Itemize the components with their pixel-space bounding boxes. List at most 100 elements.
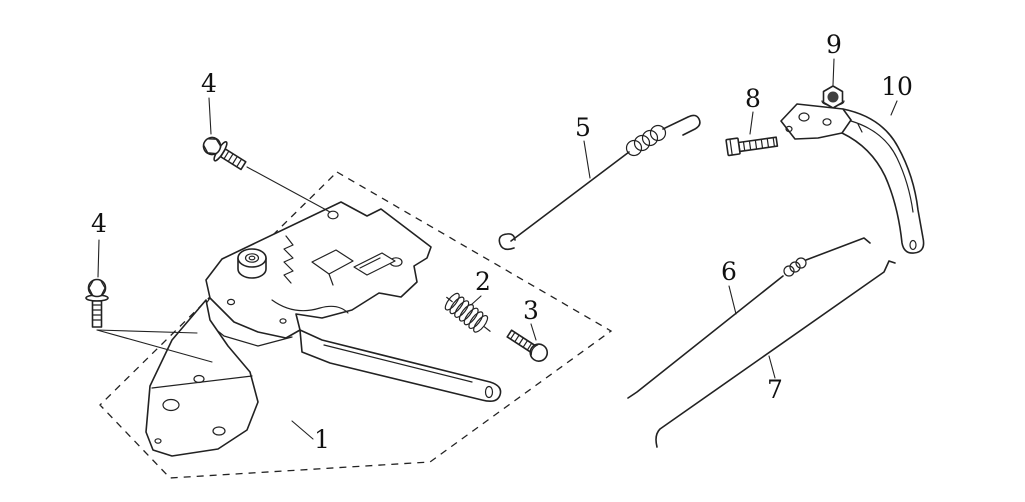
callout-10: 10 xyxy=(881,72,913,101)
callout-4-left: 4 xyxy=(91,209,107,238)
arm-outline xyxy=(299,329,502,402)
spring-coil xyxy=(444,292,460,311)
boss-inner-ring xyxy=(244,253,260,263)
spring-coil xyxy=(633,134,651,152)
lever-mount-hole-right xyxy=(822,118,832,126)
rod-coil xyxy=(789,261,801,273)
arm-tip-hole xyxy=(484,385,494,399)
part-2-coil-spring xyxy=(444,292,491,333)
spring-coil xyxy=(625,139,643,157)
bolt-head xyxy=(87,278,107,298)
foot-plate-outline xyxy=(145,299,259,457)
foot-hole-large xyxy=(162,398,180,412)
leader-9 xyxy=(832,58,835,86)
nut-center-hole xyxy=(827,91,839,103)
bolt-threads xyxy=(223,151,242,168)
screw-head-slot xyxy=(729,138,733,156)
foot-hole-tiny xyxy=(154,438,162,444)
boss-center-hole xyxy=(248,255,256,261)
callout-1: 1 xyxy=(314,425,330,454)
leader-6 xyxy=(728,285,737,315)
linkage-wire xyxy=(271,299,349,314)
part-10-control-lever xyxy=(780,103,925,254)
foot-hole-small xyxy=(212,426,226,436)
callout-2: 2 xyxy=(475,267,491,296)
spring-lower-hook xyxy=(498,233,516,251)
rod-lower-segment xyxy=(627,275,784,399)
leader-4-left-to-plate-b xyxy=(96,329,213,363)
plate-hole-upper xyxy=(327,210,339,220)
lever-arm-outline xyxy=(841,108,925,254)
spring-coil xyxy=(463,307,479,326)
inner-bracket xyxy=(311,249,354,275)
lever-tab-hole xyxy=(785,125,793,133)
callout-5: 5 xyxy=(575,113,591,142)
spring-coil xyxy=(458,303,474,322)
leader-7 xyxy=(768,355,776,379)
part-4-flange-bolt-left xyxy=(85,278,109,328)
leader-5 xyxy=(583,140,591,179)
spring-coil xyxy=(454,300,470,318)
plate-hole-lower xyxy=(279,318,287,324)
inner-spring-wire xyxy=(283,235,294,284)
lever-mount-plate xyxy=(780,103,852,140)
leader-lines xyxy=(96,58,898,440)
plate-hole-left xyxy=(226,298,236,306)
rod-coil xyxy=(795,257,807,269)
leader-4-upper-to-plate xyxy=(246,166,331,213)
boss-cylinder-side xyxy=(237,257,267,279)
part-7-control-rod-lower xyxy=(655,260,896,448)
lever-mount-hole-left xyxy=(798,112,810,122)
bolt-head-facets xyxy=(203,138,222,155)
boss-top xyxy=(237,248,267,268)
screw-head-detail xyxy=(530,344,539,356)
lever-notch-line xyxy=(857,123,863,133)
part-5-return-spring xyxy=(498,114,701,251)
spring-upper-hook xyxy=(662,114,701,136)
spring-coil xyxy=(468,311,484,330)
leader-10 xyxy=(890,100,898,116)
callout-7: 7 xyxy=(767,375,783,404)
screw-threads xyxy=(510,332,533,351)
spring-coil xyxy=(641,129,659,147)
rod-wire xyxy=(655,260,896,448)
rod-upper-segment xyxy=(805,237,871,261)
callout-6: 6 xyxy=(721,257,737,286)
spring-arm xyxy=(510,151,630,242)
callout-9: 9 xyxy=(826,30,842,59)
screw-head xyxy=(529,343,549,362)
leader-2 xyxy=(470,295,482,306)
plate-cutout-line xyxy=(359,257,381,269)
foot-slot xyxy=(193,374,205,384)
bolt-head-facets xyxy=(88,280,106,297)
part-9-flange-nut xyxy=(821,85,845,109)
plate-cutout xyxy=(353,252,396,276)
screw-threads xyxy=(742,137,775,151)
callout-8: 8 xyxy=(745,84,761,113)
bolt-threads xyxy=(91,304,102,321)
lever-arm-inner-line xyxy=(850,120,914,213)
part-8-setting-screw xyxy=(725,136,779,157)
part-1-control-base-assembly xyxy=(145,201,502,457)
callout-4-upper: 4 xyxy=(201,69,217,98)
leader-1 xyxy=(291,420,314,440)
leader-8 xyxy=(749,111,754,135)
leader-4-upper xyxy=(208,97,212,135)
spring-coil xyxy=(649,124,667,142)
leader-3 xyxy=(530,323,537,341)
inner-bracket-leg xyxy=(328,273,334,286)
callout-labels: 4 4 1 2 3 5 6 7 8 9 10 xyxy=(91,30,913,454)
screw-head xyxy=(725,137,741,157)
spring-coil xyxy=(449,296,465,315)
callout-3: 3 xyxy=(523,296,539,325)
arm-inner-line xyxy=(323,344,473,383)
part-1-dashed-boundary xyxy=(99,171,613,479)
part-3-pan-head-screw xyxy=(506,329,549,362)
leader-4-left-to-plate-a xyxy=(96,329,198,334)
part-4-flange-bolt-upper xyxy=(202,136,247,171)
base-plate-outline xyxy=(205,201,432,339)
leader-4-left xyxy=(97,239,100,278)
lever-foot-hole xyxy=(909,239,917,251)
